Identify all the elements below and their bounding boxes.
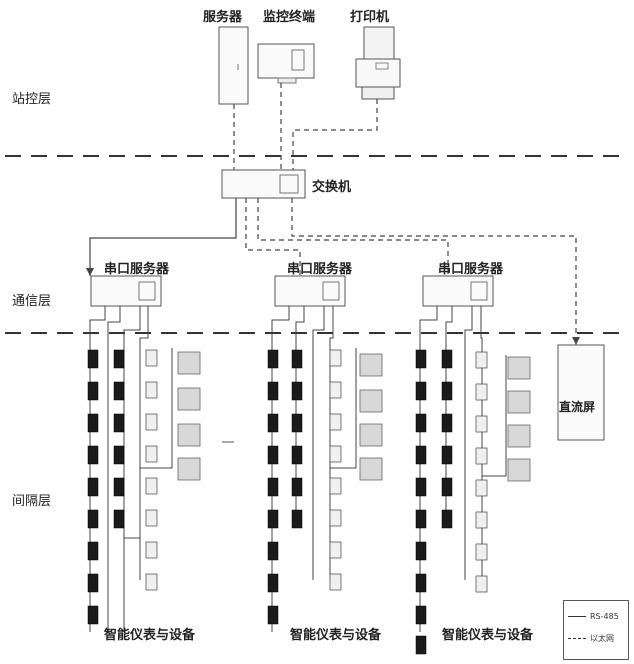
smart-devices-label-3: 智能仪表与设备	[442, 628, 534, 643]
server-device	[218, 26, 249, 105]
monitor-terminal-device	[257, 43, 315, 84]
smart-devices-label-1: 智能仪表与设备	[104, 628, 196, 643]
serial-server-label-2: 串口服务器	[287, 262, 353, 277]
server-label: 服务器	[203, 10, 243, 25]
switch-label: 交换机	[312, 180, 352, 195]
serial-server-label-1: 串口服务器	[104, 262, 170, 277]
switch-device	[221, 169, 306, 199]
solid-line-swatch	[568, 615, 586, 617]
device-group-2	[267, 306, 383, 632]
station-ethernet-links	[233, 83, 378, 170]
serial-server-1	[90, 275, 162, 307]
station-layer-label: 站控层	[12, 92, 52, 107]
serial-server-3	[422, 275, 494, 307]
legend: RS-485 以太网	[563, 600, 629, 660]
serial-server-label-3: 串口服务器	[438, 262, 504, 277]
comm-layer-label: 通信层	[12, 294, 52, 309]
switch-uplinks	[89, 198, 577, 345]
device-group-3	[415, 306, 531, 655]
legend-rs485: RS-485	[568, 609, 619, 623]
printer-label: 打印机	[350, 10, 390, 25]
arrow-to-serial-server-1	[86, 268, 94, 276]
legend-ethernet-label: 以太网	[590, 633, 614, 643]
serial-server-2	[274, 275, 346, 307]
printer-device	[355, 26, 401, 100]
dc-screen-label: 直流屏	[559, 400, 596, 414]
device-group-1	[87, 306, 201, 632]
monitor-terminal-label: 监控终端	[263, 10, 316, 25]
arrow-to-dc-screen	[572, 337, 580, 345]
legend-ethernet: 以太网	[568, 631, 614, 645]
legend-rs485-label: RS-485	[590, 611, 619, 621]
bay-layer-label: 间隔层	[12, 494, 52, 509]
dc-screen-device	[557, 344, 605, 441]
smart-devices-label-2: 智能仪表与设备	[290, 628, 382, 643]
dashed-line-swatch	[568, 637, 586, 639]
